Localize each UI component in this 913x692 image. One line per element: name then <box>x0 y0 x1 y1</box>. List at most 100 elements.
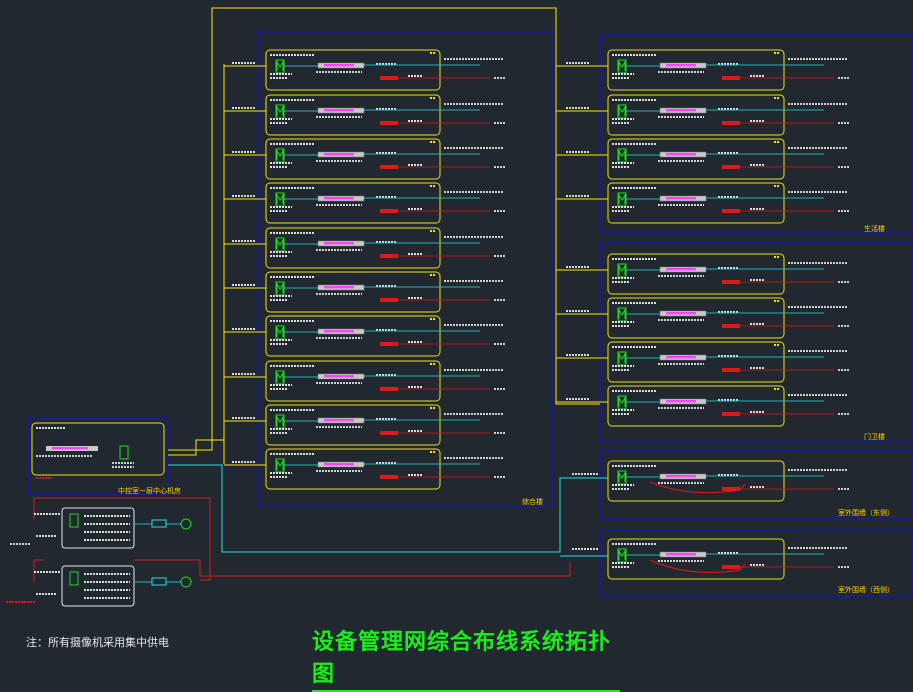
switch-icon <box>69 571 79 586</box>
floor-node <box>607 341 850 383</box>
power-supply-box <box>380 121 398 125</box>
power-supply-box <box>722 412 740 416</box>
device-panel <box>324 242 354 245</box>
switch-icon-glyph <box>618 149 626 160</box>
power-supply-box <box>380 165 398 169</box>
switch-icon-glyph <box>618 60 626 71</box>
device-panel <box>666 64 696 67</box>
floor-nodes <box>31 49 850 607</box>
power-supply-box <box>380 298 398 302</box>
power-supply-box <box>722 121 740 125</box>
node-frame <box>607 385 785 427</box>
camera-node <box>34 565 192 607</box>
power-feed <box>134 559 571 577</box>
fiber-link <box>168 439 224 456</box>
device-panel <box>324 330 354 333</box>
label-right-mid-building: 门卫楼 <box>864 433 885 441</box>
label-center-room: 中控室一层中心机房 <box>118 487 181 495</box>
power-supply-box <box>722 368 740 372</box>
building-frame <box>257 31 553 507</box>
floor-node <box>265 404 506 446</box>
device-panel <box>324 64 354 67</box>
switch-icon-glyph <box>618 396 626 407</box>
floor-node <box>607 182 850 224</box>
switch-icon-glyph <box>276 149 284 160</box>
switch-icon-glyph <box>618 471 626 482</box>
fiber-trunk <box>168 7 600 451</box>
node-frame <box>607 49 785 91</box>
switch-icon-glyph <box>276 371 284 382</box>
cable-lines <box>6 7 746 603</box>
floor-node <box>265 49 506 91</box>
power-feed <box>33 497 211 581</box>
device-panel <box>324 109 354 112</box>
footnote: 注：所有摄像机采用集中供电 <box>26 636 169 649</box>
floor-node <box>265 94 506 136</box>
building-frame <box>599 34 913 234</box>
floor-node <box>265 182 506 224</box>
device-panel <box>666 109 696 112</box>
device-panel <box>324 375 354 378</box>
camera-node <box>34 507 192 549</box>
node-frame <box>265 360 441 402</box>
switch-icon-glyph <box>276 60 284 71</box>
device-panel <box>324 197 354 200</box>
camera-lens <box>180 518 192 530</box>
node-frame <box>607 253 785 295</box>
camera-body <box>151 519 167 528</box>
node-frame <box>607 538 785 580</box>
core-node <box>31 422 165 479</box>
power-supply-box <box>380 76 398 80</box>
power-supply-box <box>380 342 398 346</box>
switch-icon <box>119 445 129 460</box>
switch-icon-glyph <box>276 326 284 337</box>
switch-icon-glyph <box>618 549 626 560</box>
camera-lens <box>180 576 192 588</box>
device-panel <box>324 463 354 466</box>
power-supply-box <box>722 487 740 491</box>
switch-icon-glyph <box>618 308 626 319</box>
power-supply-box <box>722 324 740 328</box>
node-frame <box>61 565 135 607</box>
switch-icon-glyph <box>276 459 284 470</box>
floor-node <box>607 49 850 91</box>
label-right-top-building: 生活楼 <box>864 225 885 233</box>
switch-icon-glyph <box>276 238 284 249</box>
node-frame <box>265 182 441 224</box>
power-supply-box <box>722 76 740 80</box>
device-panel <box>666 153 696 156</box>
node-frame <box>265 315 441 357</box>
node-frame <box>265 138 441 180</box>
device-panel <box>666 400 696 403</box>
floor-node <box>265 448 506 490</box>
node-frame <box>31 422 165 476</box>
building-frames <box>27 31 913 597</box>
device-panel <box>52 447 88 450</box>
building-frame <box>599 529 913 597</box>
floor-node <box>607 385 850 427</box>
power-supply-box <box>380 209 398 213</box>
floor-node <box>607 94 850 136</box>
floor-node <box>607 253 850 295</box>
device-panel <box>666 312 696 315</box>
device-panel <box>666 356 696 359</box>
power-feed <box>33 559 44 582</box>
floor-node <box>607 460 850 502</box>
floor-node <box>265 271 506 313</box>
switch-icon-glyph <box>276 193 284 204</box>
node-frame <box>265 94 441 136</box>
device-panel <box>324 286 354 289</box>
floor-node <box>265 138 506 180</box>
label-main-building: 综合楼 <box>522 498 543 506</box>
node-frame <box>61 507 135 549</box>
label-outdoor-west: 室外围墙（西侧） <box>838 586 894 594</box>
node-frame <box>265 271 441 313</box>
device-panel <box>324 153 354 156</box>
switch-icon <box>69 513 79 528</box>
switch-icon-glyph <box>276 282 284 293</box>
device-panel <box>666 475 696 478</box>
power-supply-box <box>722 165 740 169</box>
switch-icon-glyph <box>276 105 284 116</box>
power-supply-box <box>380 475 398 479</box>
switch-icon-glyph <box>618 352 626 363</box>
